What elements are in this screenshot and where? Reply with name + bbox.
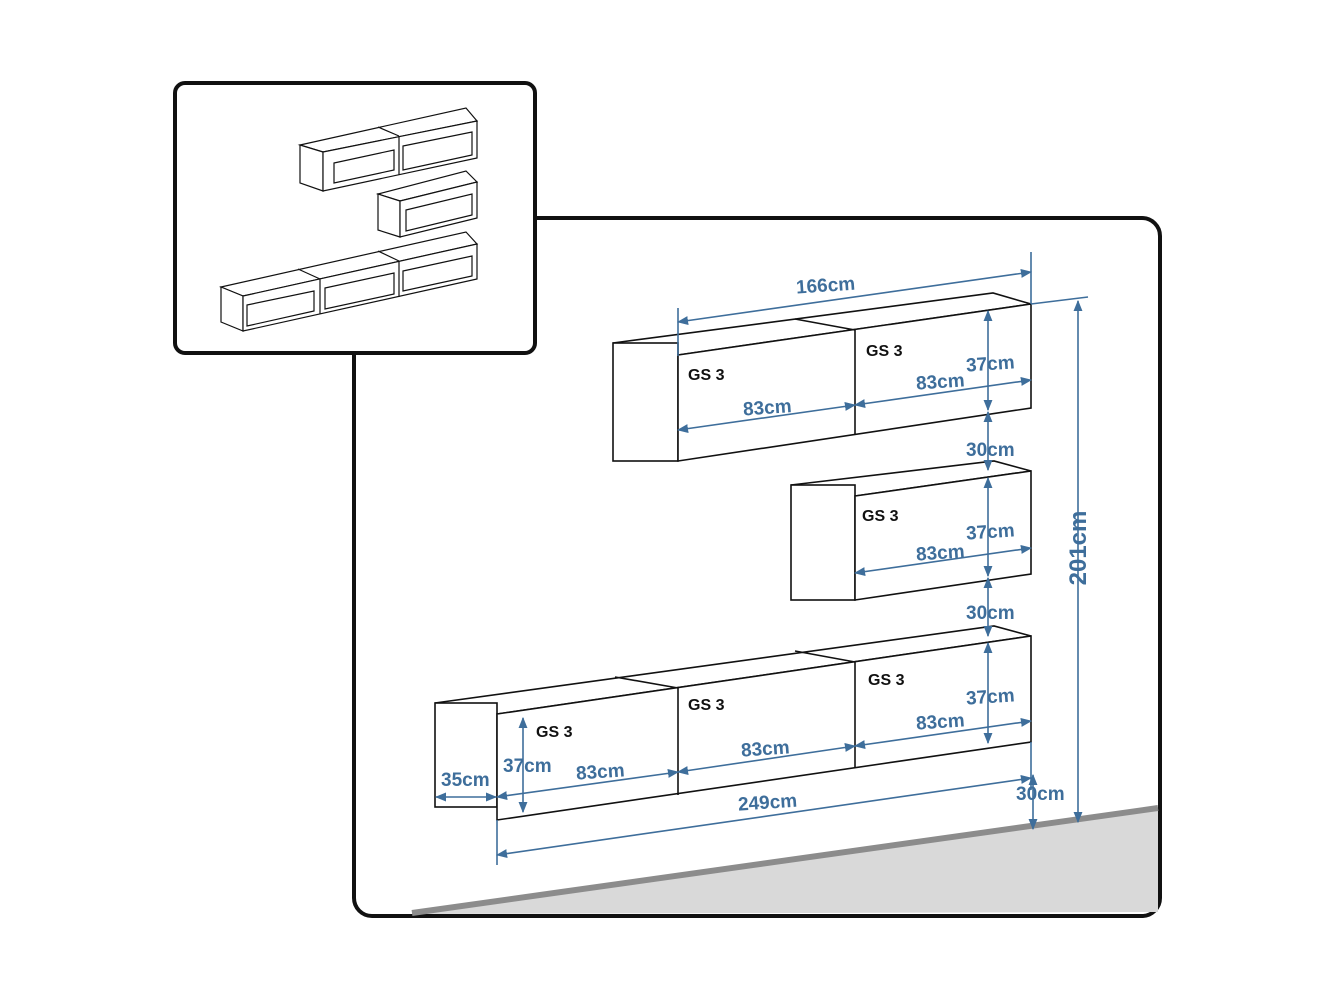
dim-label-gap-lower: 30cm — [966, 603, 1015, 624]
dim-label-249: 249cm — [737, 791, 797, 816]
module-label: GS 3 — [688, 367, 725, 384]
dim-label-201: 201cm — [1065, 511, 1092, 586]
dim-label-middle-width: 83cm — [915, 541, 965, 565]
module-label: GS 3 — [536, 724, 573, 741]
module-label: GS 3 — [688, 697, 725, 714]
dim-label-bottom-left-width: 83cm — [575, 760, 625, 784]
dim-label-166: 166cm — [795, 274, 855, 299]
dim-label-bottom-right-width: 83cm — [915, 710, 965, 734]
module-label: GS 3 — [866, 343, 903, 360]
dim-label-bottom-right-height: 37cm — [965, 685, 1015, 709]
inset-preview — [219, 107, 479, 332]
dim-label-bottom-middle-width: 83cm — [740, 737, 790, 761]
dim-label-top-height: 37cm — [965, 352, 1015, 376]
dim-label-bottom-left-height: 37cm — [503, 756, 552, 777]
dim-label-middle-height: 37cm — [965, 520, 1015, 544]
dim-label-floor: 30cm — [1016, 784, 1065, 805]
dim-label-depth: 35cm — [441, 770, 490, 791]
dim-label-gap-upper: 30cm — [966, 440, 1015, 461]
dim-label-top-width-right: 83cm — [915, 370, 965, 394]
module-label: GS 3 — [862, 508, 899, 525]
module-label: GS 3 — [868, 672, 905, 689]
dimension-lines — [434, 252, 1089, 865]
dim-label-top-width-left: 83cm — [742, 396, 792, 420]
